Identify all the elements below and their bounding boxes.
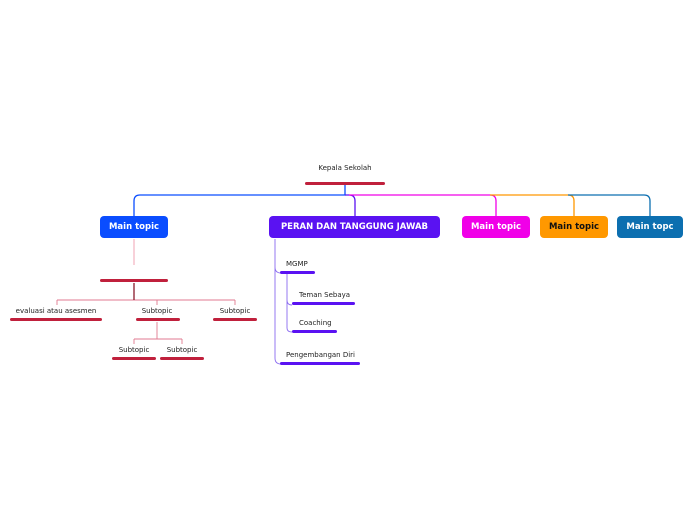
peran-item-coaching-underline — [292, 330, 337, 333]
connector-left-grand — [133, 322, 183, 344]
root-topic-underline — [305, 182, 385, 185]
subtopic-middle-underline — [136, 318, 180, 321]
connector-root-main2 — [345, 194, 356, 216]
subtopic-evaluasi-underline — [10, 318, 102, 321]
root-topic-label[interactable]: Kepala Sekolah — [318, 164, 372, 172]
peran-item-teman-sebaya[interactable]: Teman Sebaya — [299, 291, 351, 299]
peran-item-coaching[interactable]: Coaching — [299, 319, 332, 327]
connector-left-subs — [56, 283, 236, 305]
peran-item-pengembangan-diri-underline — [280, 362, 360, 365]
grand-subtopic-1[interactable]: Subtopic — [118, 346, 150, 354]
main-topic-peran[interactable]: PERAN DAN TANGGUNG JAWAB — [269, 216, 440, 238]
main-topic-3[interactable]: Main topic — [462, 216, 530, 238]
grand-subtopic-1-underline — [112, 357, 156, 360]
subtopic-middle[interactable]: Subtopic — [141, 307, 173, 315]
subtopic-right-underline — [213, 318, 257, 321]
grand-subtopic-2-underline — [160, 357, 204, 360]
connector-root-main5 — [568, 194, 651, 216]
peran-item-teman-sebaya-underline — [292, 302, 355, 305]
peran-item-mgmp[interactable]: MGMP — [286, 260, 308, 268]
connector-peran — [274, 239, 293, 365]
peran-item-pengembangan-diri[interactable]: Pengembangan Diri — [286, 351, 356, 359]
connector-root-main4 — [490, 194, 575, 216]
main-topic-5[interactable]: Main topc — [617, 216, 683, 238]
main-topic-1[interactable]: Main topic — [100, 216, 168, 238]
peran-item-mgmp-underline — [280, 271, 315, 274]
connector-root-main1 — [133, 185, 346, 216]
left-child-underline[interactable] — [100, 279, 168, 282]
grand-subtopic-2[interactable]: Subtopic — [166, 346, 198, 354]
main-topic-4[interactable]: Main topic — [540, 216, 608, 238]
connector-root-main3 — [349, 194, 497, 216]
subtopic-right[interactable]: Subtopic — [219, 307, 251, 315]
subtopic-evaluasi[interactable]: evaluasi atau asesmen — [15, 307, 97, 315]
